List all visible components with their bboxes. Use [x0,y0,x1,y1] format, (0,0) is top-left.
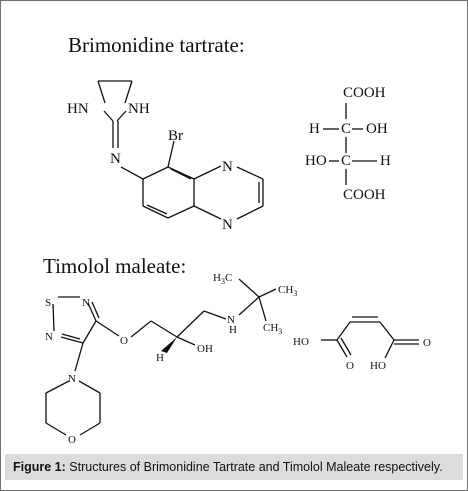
morpholine-ring [45,342,101,436]
methyl-ch3-top: CH3 [278,284,297,298]
atom-br: Br [168,128,183,144]
chemical-structures-diagram: Brimonidine tartrate: HN NH N Br N N COO… [43,33,431,446]
atom-o-ether: O [120,335,128,347]
atom-s: S [45,297,51,309]
atom-hn: HN [67,101,89,117]
stereo-wedge [161,337,177,353]
atom-n4: N [222,217,233,233]
tartrate-h1: H [309,121,320,137]
caption-label: Figure 1: [13,460,66,474]
tartrate-h2: H [380,153,391,169]
methyl-ch3-bottom: CH3 [263,322,282,336]
tartrate-c2: C [341,153,351,169]
methyl-h3c: H3C [213,272,232,286]
tartrate-c1: C [341,121,351,137]
atom-h-stereo: H [156,352,164,364]
atom-n-morpholine: N [68,373,76,385]
atom-n-left: N [45,331,53,343]
imidazoline-ring [97,80,133,122]
brimonidine-title: Brimonidine tartrate: [68,33,245,57]
atom-o-morpholine: O [68,434,76,446]
maleate-o-left: O [346,360,354,372]
atom-n-imine: N [110,151,121,167]
maleate-ho-bottom: HO [370,360,386,372]
quinoxaline-rings [142,140,264,220]
tartrate-ho2: HO [305,153,327,169]
maleate-ho-left: HO [293,336,309,348]
figure-caption: Figure 1: Structures of Brimonidine Tart… [5,454,463,480]
atom-n-amine: N [227,314,235,326]
tartrate-cooh-bottom: COOH [343,187,386,203]
atom-h-amine: H [229,324,237,336]
atom-nh: NH [128,101,150,117]
atom-n1: N [222,159,233,175]
atom-oh: OH [197,343,213,355]
atom-n-top: N [82,297,90,309]
maleate-structure [321,316,419,359]
tartrate-structure: COOH H C OH HO C H COOH [305,85,391,203]
tartrate-cooh-top: COOH [343,85,386,101]
thiadiazole-ring [52,296,100,344]
timolol-side-chain [95,278,277,353]
maleate-o-right: O [423,337,431,349]
tartrate-oh1: OH [366,121,388,137]
exocyclic-imine [112,121,144,180]
caption-text: Structures of Brimonidine Tartrate and T… [65,460,443,474]
timolol-title: Timolol maleate: [43,254,186,278]
